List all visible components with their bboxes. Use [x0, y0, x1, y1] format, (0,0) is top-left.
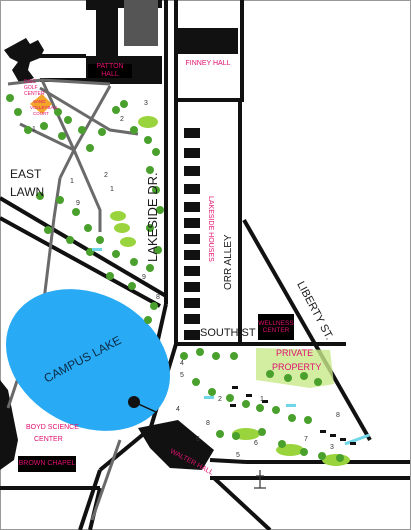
- lakeside-dr-label: LAKESIDE DR.: [145, 172, 160, 262]
- sand-volleyball-label-line1: SAND: [33, 99, 46, 104]
- hole-number: 1: [32, 126, 36, 133]
- finney-hall-text: FINNEY HALL: [185, 60, 231, 68]
- hole-markers: [230, 386, 356, 445]
- sand-volleyball-label-line2: VOLLEYBALL: [30, 105, 59, 110]
- building-shapes: [0, 0, 238, 470]
- private-property-area: [256, 348, 334, 388]
- hole-number: 8: [336, 412, 340, 419]
- lakeside-houses-label: LAKESIDE HOUSES: [207, 196, 214, 262]
- hole-number: 6: [254, 440, 258, 447]
- wellness-center-text: WELLNESS CENTER: [258, 319, 294, 334]
- hole-number: 1: [70, 178, 74, 185]
- hole-number: 3: [144, 100, 148, 107]
- hole-number: 4: [180, 360, 184, 367]
- disc-golf-label-line1: DISC: [24, 79, 36, 85]
- hole-number: 9: [76, 200, 80, 207]
- finney-hall-label: FINNEY HALL: [178, 57, 238, 71]
- disc-golf-label-line3: CENTER: [24, 91, 45, 97]
- patton-hall-label: PATTON HALL: [88, 63, 132, 78]
- hole-number: 3: [330, 444, 334, 451]
- tower-icon: [254, 470, 266, 489]
- sand-volleyball-label-line3: COURT: [33, 111, 49, 116]
- wellness-center-label: WELLNESS CENTER: [258, 314, 294, 340]
- private-property-label-line1: PRIVATE: [276, 348, 314, 358]
- brown-chapel-label: BROWN CHAPEL: [18, 456, 76, 472]
- hole-number: 2: [120, 116, 124, 123]
- private-property-label-line2: PROPERTY: [272, 362, 322, 372]
- hole-number: 6: [196, 436, 200, 443]
- brown-chapel-text: BROWN CHAPEL: [18, 460, 76, 468]
- sand-volleyball-court: [30, 94, 52, 114]
- hole-number: 1: [110, 186, 114, 193]
- hole-number: 5: [236, 452, 240, 459]
- hole-number: 4: [176, 406, 180, 413]
- campus-lake-shape: [5, 289, 171, 431]
- patton-hall-text: PATTON HALL: [96, 63, 124, 78]
- hole-number: 2: [218, 396, 222, 403]
- boyd-science-label-line2: CENTER: [34, 436, 63, 443]
- east-lawn-label-line2: LAWN: [10, 185, 45, 199]
- hole-number: 2: [104, 172, 108, 179]
- orr-alley-label: ORR ALLEY: [223, 234, 234, 290]
- hole-number: 8: [206, 420, 210, 427]
- hole-number: 8: [156, 294, 160, 301]
- hole-number: 1: [260, 396, 264, 403]
- hole-number: 9: [142, 274, 146, 281]
- south-st-label: SOUTH ST: [200, 327, 256, 339]
- disc-golf-label-line2: GOLF: [24, 85, 38, 91]
- hole-number: 7: [304, 436, 308, 443]
- hole-number: 5: [180, 372, 184, 379]
- boyd-science-label-line1: BOYD SCIENCE: [26, 424, 79, 431]
- east-lawn-label-line1: EAST: [10, 167, 42, 181]
